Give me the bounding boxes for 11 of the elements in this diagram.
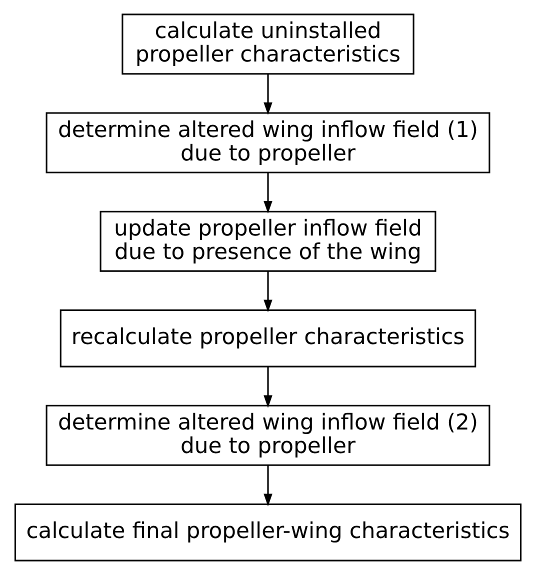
- node-box: recalculate propeller characteristics: [59, 309, 476, 368]
- arrow: [263, 172, 272, 214]
- node-box: calculate final propeller-wing characteristics: [14, 503, 522, 562]
- node-box: update propeller inflow field due to presence of the wing: [99, 210, 436, 272]
- node-box: calculate uninstalled propeller characteristics: [121, 14, 414, 75]
- arrow: [263, 366, 272, 408]
- arrow: [263, 465, 272, 506]
- node-box: determine altered wing inflow field (2) due to propeller: [45, 404, 490, 466]
- arrow: [263, 271, 272, 312]
- node-box: determine altered wing inflow field (1) due to propeller: [45, 112, 490, 174]
- arrow: [263, 74, 272, 115]
